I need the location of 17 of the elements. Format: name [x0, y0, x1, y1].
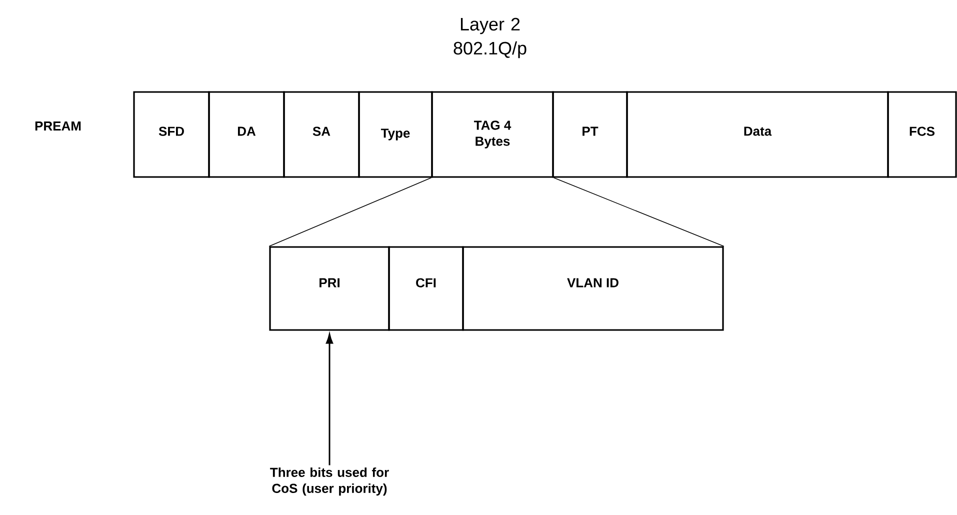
expansion-line: [268, 177, 432, 247]
field-box: Data: [626, 91, 889, 178]
field-box: SFD: [133, 91, 210, 178]
note-text: Three bits used for CoS (user priority): [270, 467, 389, 496]
field-box: SA: [283, 91, 360, 178]
field-box: TAG 4 Bytes: [431, 91, 554, 178]
arrow: [326, 334, 334, 466]
field-label: PREAM: [35, 122, 81, 130]
field-box: DA: [208, 91, 285, 178]
field-box: PT: [552, 91, 628, 178]
title: Layer 2 802.1Q/p: [454, 18, 526, 58]
expansion-line: [553, 177, 724, 247]
field-box: PRI: [269, 246, 390, 331]
field-box: VLAN ID: [462, 246, 724, 331]
field-box: Type: [358, 91, 433, 178]
field-box: CFI: [388, 246, 464, 331]
field-box: FCS: [887, 91, 957, 178]
